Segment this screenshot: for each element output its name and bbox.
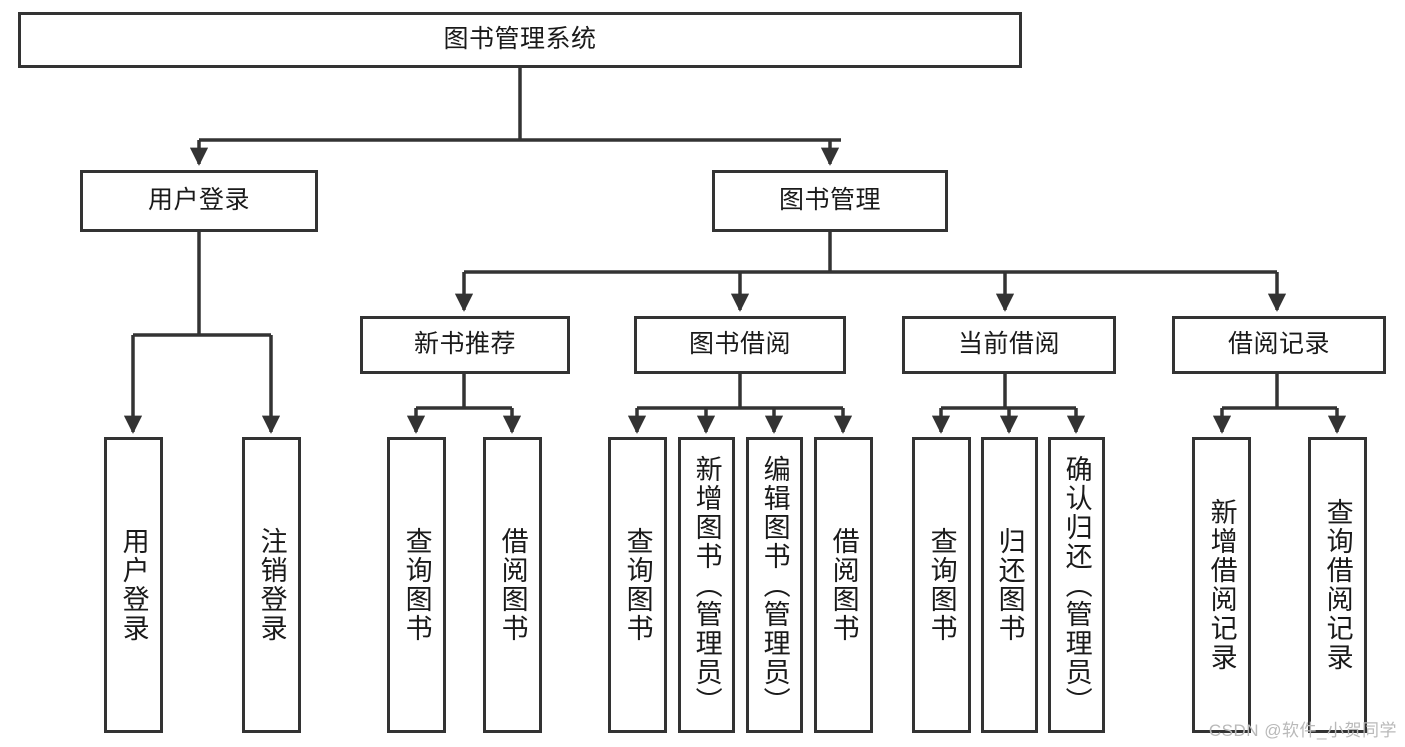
leaf-query-record[interactable]: 查询借阅记录 bbox=[1308, 437, 1367, 733]
node-book-manage-label: 图书管理 bbox=[778, 186, 881, 215]
leaf-query-book-1[interactable]: 查询图书 bbox=[387, 437, 446, 733]
leaf-edit-book-label: 编辑图书（管理员） bbox=[759, 454, 790, 716]
leaf-add-record[interactable]: 新增借阅记录 bbox=[1192, 437, 1251, 733]
watermark: CSDN @软件_小贺同学 bbox=[1208, 721, 1397, 740]
leaf-query-book-1-label: 查询图书 bbox=[401, 527, 432, 643]
leaf-borrow-book-1-label: 借阅图书 bbox=[497, 527, 528, 643]
leaf-edit-book[interactable]: 编辑图书（管理员） bbox=[746, 437, 803, 733]
leaf-confirm-return-label: 确认归还（管理员） bbox=[1061, 454, 1092, 716]
edge-group-new-book-recommend bbox=[406, 374, 522, 434]
leaf-logout-login[interactable]: 注销登录 bbox=[242, 437, 301, 733]
leaf-borrow-book-1[interactable]: 借阅图书 bbox=[483, 437, 542, 733]
leaf-borrow-book-2-label: 借阅图书 bbox=[828, 527, 859, 643]
node-current-borrow-label: 当前借阅 bbox=[957, 330, 1060, 359]
edge-group-user-login bbox=[123, 232, 281, 434]
node-borrow-record-label: 借阅记录 bbox=[1227, 330, 1330, 359]
edge-group-current-borrow bbox=[931, 374, 1086, 434]
node-new-book-recommend[interactable]: 新书推荐 bbox=[360, 316, 570, 374]
node-user-login[interactable]: 用户登录 bbox=[80, 170, 318, 232]
node-root[interactable]: 图书管理系统 bbox=[18, 12, 1022, 68]
leaf-return-book[interactable]: 归还图书 bbox=[981, 437, 1038, 733]
leaf-add-record-label: 新增借阅记录 bbox=[1206, 498, 1237, 672]
node-user-login-label: 用户登录 bbox=[147, 186, 250, 215]
edge-group-book-manage bbox=[454, 232, 1287, 312]
leaf-query-book-2-label: 查询图书 bbox=[622, 527, 653, 643]
node-book-manage[interactable]: 图书管理 bbox=[712, 170, 948, 232]
edge-group-borrow-record bbox=[1212, 374, 1347, 434]
leaf-query-book-2[interactable]: 查询图书 bbox=[608, 437, 667, 733]
leaf-return-book-label: 归还图书 bbox=[994, 527, 1025, 643]
node-book-borrow[interactable]: 图书借阅 bbox=[634, 316, 846, 374]
node-root-label: 图书管理系统 bbox=[443, 25, 597, 54]
leaf-query-book-3-label: 查询图书 bbox=[926, 527, 957, 643]
leaf-query-book-3[interactable]: 查询图书 bbox=[912, 437, 971, 733]
leaf-add-book-label: 新增图书（管理员） bbox=[691, 454, 722, 716]
edge-group-root bbox=[189, 68, 841, 166]
leaf-user-login[interactable]: 用户登录 bbox=[104, 437, 163, 733]
edge-group-book-borrow bbox=[627, 374, 853, 434]
node-book-borrow-label: 图书借阅 bbox=[688, 330, 791, 359]
leaf-confirm-return[interactable]: 确认归还（管理员） bbox=[1048, 437, 1105, 733]
node-new-book-recommend-label: 新书推荐 bbox=[413, 330, 516, 359]
leaf-query-record-label: 查询借阅记录 bbox=[1322, 498, 1353, 672]
node-current-borrow[interactable]: 当前借阅 bbox=[902, 316, 1116, 374]
leaf-borrow-book-2[interactable]: 借阅图书 bbox=[814, 437, 873, 733]
node-borrow-record[interactable]: 借阅记录 bbox=[1172, 316, 1386, 374]
leaf-user-login-label: 用户登录 bbox=[118, 527, 149, 643]
leaf-add-book[interactable]: 新增图书（管理员） bbox=[678, 437, 735, 733]
leaf-logout-login-label: 注销登录 bbox=[256, 527, 287, 643]
